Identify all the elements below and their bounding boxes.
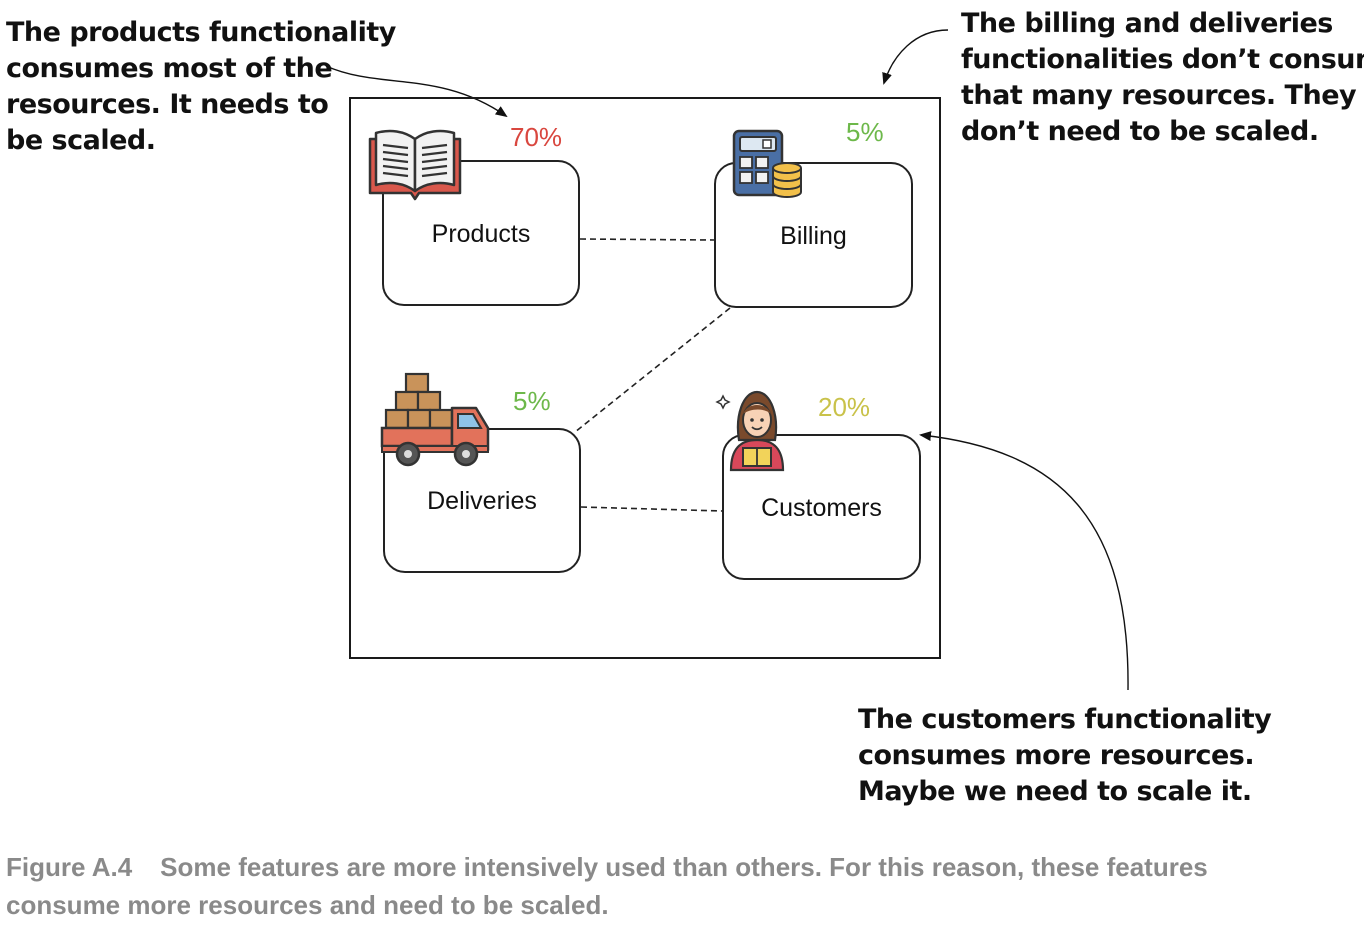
- products-note-line: The products functionality: [6, 17, 396, 48]
- customer-person-icon: [715, 390, 785, 472]
- billing-note-arrow: [882, 29, 949, 85]
- customers-note-line: Maybe we need to scale it.: [858, 776, 1252, 807]
- billing-usage: 5%: [846, 117, 884, 147]
- deliveries-usage: 5%: [513, 386, 551, 416]
- products-note-line: resources. It needs to: [6, 89, 329, 120]
- caption-line: consume more resources and need to be sc…: [6, 890, 609, 920]
- delivery-truck-icon: [380, 372, 490, 467]
- products-note-arrow: [325, 65, 508, 118]
- billing-deliveries-note: The billing and deliveries functionaliti…: [961, 6, 1364, 150]
- products-note-line: be scaled.: [6, 125, 156, 156]
- products-label: Products: [431, 219, 531, 248]
- caption-text: Some features are more intensively used …: [160, 852, 1208, 882]
- caption-label: Figure A.4: [6, 852, 133, 882]
- billing-label: Billing: [780, 221, 847, 250]
- customers-label: Customers: [761, 493, 882, 522]
- billing-note-line: don’t need to be scaled.: [961, 116, 1319, 147]
- billing-note-line: that many resources. They: [961, 80, 1357, 111]
- products-note: The products functionality consumes most…: [6, 15, 396, 159]
- customers-usage: 20%: [818, 392, 871, 422]
- calculator-coins-icon: [732, 129, 802, 198]
- products-usage: 70%: [510, 122, 563, 152]
- caption-line: Figure A.4 Some features are more intensi…: [6, 848, 1356, 886]
- customers-note-arrow: [919, 431, 1129, 691]
- open-book-icon: [368, 129, 462, 201]
- deliveries-label: Deliveries: [427, 487, 537, 515]
- customers-note-line: The customers functionality: [858, 704, 1272, 735]
- customers-note: The customers functionality consumes mor…: [858, 702, 1272, 810]
- customers-note-line: consumes more resources.: [858, 740, 1255, 771]
- products-billing-connector: [579, 238, 715, 241]
- billing-note-line: The billing and deliveries: [961, 8, 1333, 39]
- deliveries-customers-connector: [580, 506, 723, 512]
- billing-note-line: functionalities don’t consume: [961, 44, 1364, 75]
- system-boundary: [349, 97, 941, 659]
- products-note-line: consumes most of the: [6, 53, 333, 84]
- billing-deliveries-connector: [574, 307, 731, 433]
- figure-caption: Figure A.4 Some features are more intensi…: [6, 848, 1356, 924]
